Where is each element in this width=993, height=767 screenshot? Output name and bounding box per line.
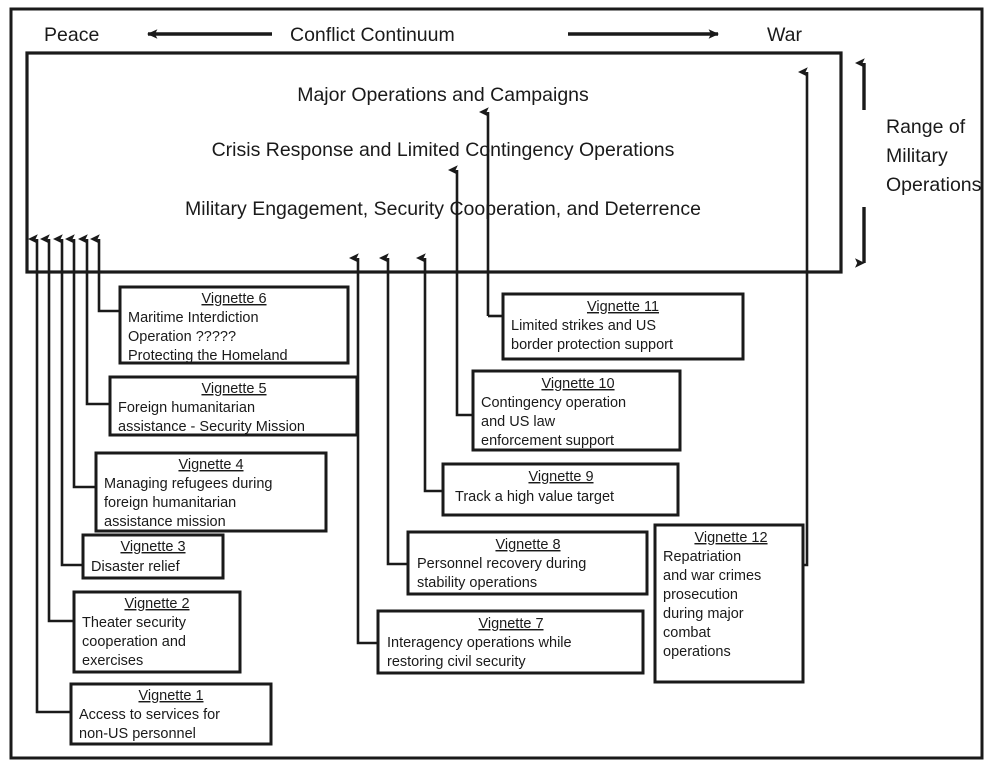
vignette-3-box[interactable] (81, 533, 225, 580)
side-label-line-1: Range of (886, 116, 966, 138)
vignette-7-line-2: restoring civil security (387, 654, 526, 670)
vignette-4[interactable]: Vignette 4 Managing refugees during fore… (94, 451, 328, 533)
vignette-4-line-1: Managing refugees during (104, 476, 272, 492)
connector-vignette-8 (378, 253, 408, 566)
vignette-6[interactable]: Vignette 6 Maritime Interdiction Operati… (118, 285, 350, 365)
vignette-5[interactable]: Vignette 5 Foreign humanitarian assistan… (108, 375, 359, 437)
side-label-line-3: Operations (886, 174, 982, 196)
vignette-12-line-1: Repatriation (663, 549, 741, 565)
vignette-5-line-1: Foreign humanitarian (118, 400, 255, 416)
connector-vignette-10 (455, 196, 473, 417)
side-label-line-2: Military (886, 145, 948, 167)
vignette-9[interactable]: Vignette 9 Track a high value target (441, 462, 680, 517)
vignette-8-line-1: Personnel recovery during (417, 556, 586, 572)
vignette-4-title: Vignette 4 (178, 457, 243, 473)
connector-vignette-5 (77, 234, 110, 406)
vignette-12-box[interactable] (653, 523, 805, 684)
vignette-10-title: Vignette 10 (541, 376, 614, 392)
vignette-3-line-1: Disaster relief (91, 559, 181, 575)
vignette-5-line-2: assistance - Security Mission (118, 419, 305, 435)
vignette-10-line-2: and US law (481, 414, 556, 430)
vignette-3[interactable]: Vignette 3 Disaster relief (81, 533, 225, 580)
vignette-8-line-2: stability operations (417, 575, 537, 591)
vignette-1[interactable]: Vignette 1 Access to services for non-US… (69, 682, 273, 746)
connector-vignette-12 (746, 67, 809, 567)
label-conflict-continuum: Conflict Continuum (290, 24, 455, 46)
vignette-2-box[interactable] (72, 590, 242, 674)
vignette-4-box[interactable] (94, 451, 328, 533)
vignette-3-title: Vignette 3 (120, 539, 185, 555)
vignette-9-line-1: Track a high value target (455, 489, 614, 505)
vignette-7-box[interactable] (376, 609, 645, 675)
vignette-6-line-3: Protecting the Homeland (128, 348, 288, 364)
vignette-12-line-5: combat (663, 625, 711, 641)
vignette-10-line-1: Contingency operation (481, 395, 626, 411)
vignette-4-line-3: assistance mission (104, 514, 226, 530)
vignette-2-title: Vignette 2 (124, 596, 189, 612)
vignette-12[interactable]: Vignette 12 Repatriation and war crimes … (653, 523, 805, 684)
vignette-11-line-2: border protection support (511, 337, 673, 353)
romo-box (25, 51, 843, 274)
outer-frame (9, 7, 984, 760)
vignette-1-title: Vignette 1 (138, 688, 203, 704)
connector-vignette-9 (415, 253, 443, 493)
vignette-12-title: Vignette 12 (694, 530, 767, 546)
romo-level-crisis-response: Crisis Response and Limited Contingency … (212, 139, 675, 161)
label-war: War (767, 24, 803, 46)
vignette-10[interactable]: Vignette 10 Contingency operation and US… (471, 369, 682, 452)
connector-vignette-7 (348, 253, 378, 645)
vignette-12-line-6: operations (663, 644, 731, 660)
vignette-1-line-1: Access to services for (79, 707, 220, 723)
vignette-8-title: Vignette 8 (495, 537, 560, 553)
vignette-7[interactable]: Vignette 7 Interagency operations while … (376, 609, 645, 675)
vignette-2-line-2: cooperation and (82, 634, 186, 650)
vignette-2-line-1: Theater security (82, 615, 187, 631)
vignette-6-line-1: Maritime Interdiction (128, 310, 259, 326)
vignette-10-line-3: enforcement support (481, 433, 614, 449)
vignette-8[interactable]: Vignette 8 Personnel recovery during sta… (406, 530, 649, 596)
vignette-9-title: Vignette 9 (528, 469, 593, 485)
vignette-4-line-2: foreign humanitarian (104, 495, 236, 511)
vignette-8-box[interactable] (406, 530, 649, 596)
vignette-12-line-2: and war crimes (663, 568, 761, 584)
vignette-6-line-2: Operation ????? (128, 329, 236, 345)
vignette-5-title: Vignette 5 (201, 381, 266, 397)
vignette-11[interactable]: Vignette 11 Limited strikes and US borde… (501, 292, 745, 361)
vignette-12-line-4: during major (663, 606, 744, 622)
vignette-9-box[interactable] (441, 462, 680, 517)
vignette-11-box[interactable] (501, 292, 745, 361)
romo-level-military-engagement: Military Engagement, Security Cooperatio… (185, 198, 701, 220)
vignette-7-line-1: Interagency operations while (387, 635, 572, 651)
vignette-1-box[interactable] (69, 682, 273, 746)
vignette-5-box[interactable] (108, 375, 359, 437)
vignette-6-box[interactable] (118, 285, 350, 365)
vignette-7-title: Vignette 7 (478, 616, 543, 632)
vignette-6-title: Vignette 6 (201, 291, 266, 307)
vignette-12-line-3: prosecution (663, 587, 738, 603)
romo-level-major-operations: Major Operations and Campaigns (297, 84, 589, 106)
label-peace: Peace (44, 24, 99, 46)
connector-vignette-6 (89, 234, 120, 313)
vignette-10-box[interactable] (471, 369, 682, 452)
vignette-2[interactable]: Vignette 2 Theater security cooperation … (72, 590, 242, 674)
vignette-11-title: Vignette 11 (587, 299, 659, 315)
vignette-1-line-2: non-US personnel (79, 726, 196, 742)
vignette-11-line-1: Limited strikes and US (511, 318, 656, 334)
vignette-2-line-3: exercises (82, 653, 143, 669)
